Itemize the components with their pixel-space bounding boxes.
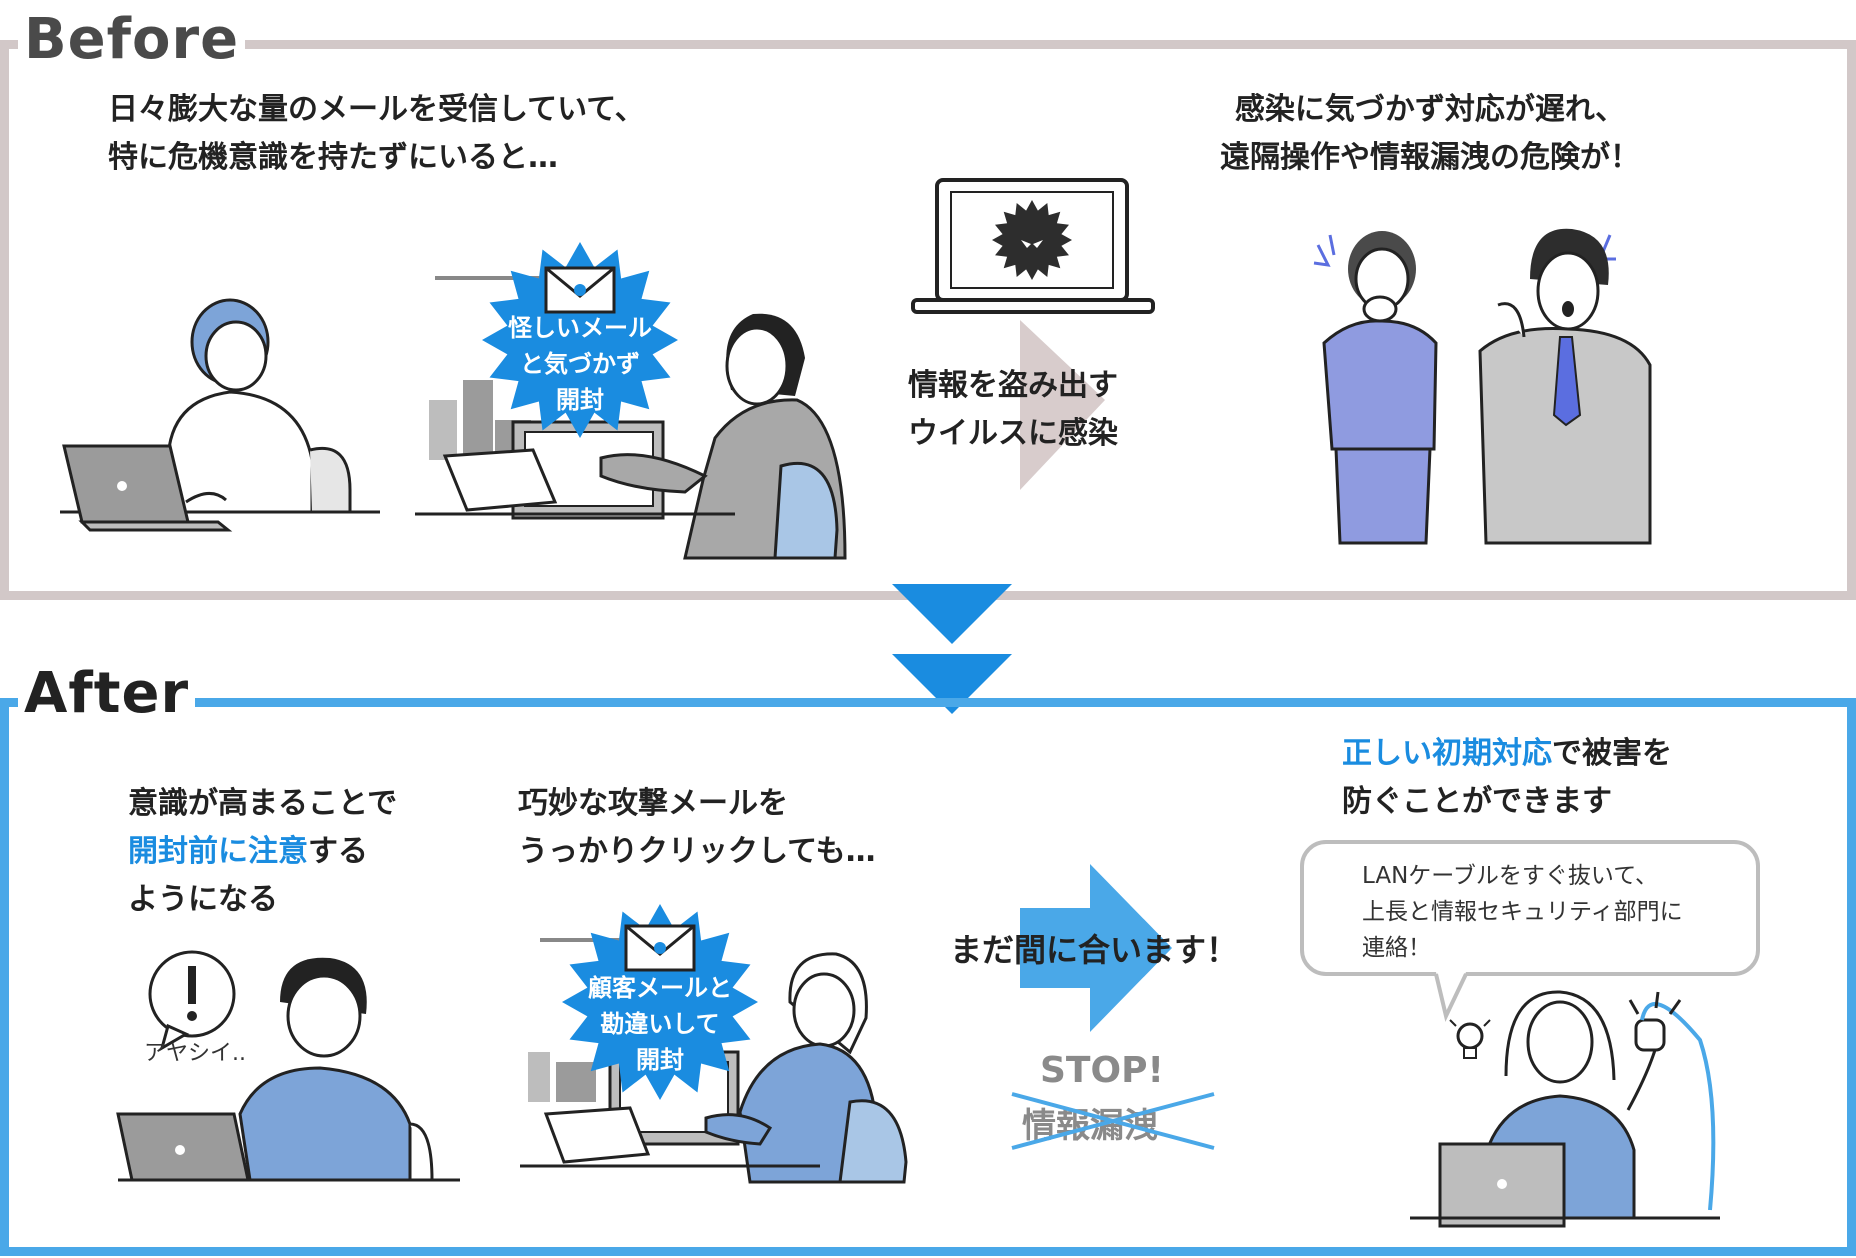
woman-unplugging-cable-illustration: [1410, 990, 1720, 1228]
after-caption-1-accent: 開封前に注意: [128, 834, 308, 869]
before-arrow-text-line-2: ウイルスに感染: [908, 416, 1118, 451]
before-caption-1: 日々膨大な量のメールを受信していて、 特に危機意識を持たずにいると…: [108, 86, 645, 182]
laptop-icon: [116, 1112, 250, 1182]
after-caption-1-rest: する: [308, 834, 368, 869]
after-caption-2: 巧妙な攻撃メールを うっかりクリックしても…: [518, 780, 876, 876]
warning-icon: [148, 950, 236, 1052]
before-burst-line-1: 怪しいメール: [508, 314, 652, 342]
woman-at-laptop-illustration: [60, 298, 380, 532]
thought-text: アヤシイ..: [144, 1041, 246, 1066]
bubble-line-1: LANケーブルをすぐ抜いて、: [1362, 863, 1659, 889]
envelope-icon: [544, 266, 616, 314]
before-caption-1-line-2: 特に危機意識を持たずにいると…: [108, 140, 558, 175]
after-caption-2-line-1: 巧妙な攻撃メールを: [518, 786, 788, 821]
after-caption-3: 正しい初期対応で被害を 防ぐことができます: [1342, 730, 1672, 826]
after-burst-line-1: 顧客メールと: [588, 974, 732, 1002]
shocked-people-illustration: [1313, 228, 1652, 545]
after-caption-1-line-2: 開封前に注意する: [128, 828, 397, 876]
after-caption-3-accent: 正しい初期対応: [1342, 736, 1552, 771]
bubble-line-2: 上長と情報セキュリティ部門に: [1362, 899, 1683, 925]
bubble-line-3: 連絡！: [1362, 935, 1431, 961]
after-burst-line-3: 開封: [636, 1046, 684, 1074]
after-caption-1: 意識が高まることで 開封前に注意する ようになる: [128, 780, 397, 924]
blue-right-arrow: [1020, 864, 1172, 1032]
after-panel: [0, 698, 1856, 1256]
after-caption-1-line-3: ようになる: [128, 882, 278, 917]
stop-text: STOP!: [1040, 1050, 1164, 1091]
speech-bubble: LANケーブルをすぐ抜いて、 上長と情報セキュリティ部門に 連絡！: [1300, 840, 1760, 976]
before-caption-2-line-2: 遠隔操作や情報漏洩の危険が！: [1220, 140, 1640, 175]
skull-icon: [654, 942, 666, 954]
gray-arrow: [1020, 320, 1105, 490]
after-burst-text: 顧客メールと 勘違いして 開封: [570, 970, 750, 1078]
after-arrow-text: まだ間に合います！: [950, 931, 1239, 969]
cross-out-mark: [1011, 1092, 1215, 1150]
suspicious-mail-burst: [482, 242, 678, 438]
before-caption-2: 感染に気づかず対応が遅れ、 遠隔操作や情報漏洩の危険が！: [1220, 86, 1640, 182]
envelope-icon: [624, 924, 696, 972]
before-arrow-text-line-1: 情報を盗み出す: [908, 368, 1118, 403]
before-caption-1-line-1: 日々膨大な量のメールを受信していて、: [108, 92, 645, 127]
down-arrow-1: [892, 584, 1012, 644]
before-burst-line-3: 開封: [556, 386, 604, 414]
skull-icon: [574, 284, 586, 296]
infected-laptop-illustration: [911, 178, 1155, 490]
after-caption-2-line-2: うっかりクリックしても…: [518, 834, 876, 869]
after-caption-3-line-2: 防ぐことができます: [1342, 784, 1612, 819]
after-caption-3-rest: で被害を: [1552, 736, 1672, 771]
after-burst-line-2: 勘違いして: [600, 1010, 720, 1038]
before-caption-2-line-1: 感染に気づかず対応が遅れ、: [1234, 92, 1626, 127]
speech-bubble-tail: [1434, 972, 1468, 1022]
cautious-man-illustration: [116, 950, 460, 1182]
after-label: After: [18, 666, 196, 722]
after-caption-3-line-1: 正しい初期対応で被害を: [1342, 730, 1672, 778]
before-burst-line-2: と気づかず: [520, 350, 640, 378]
virus-icon: [992, 200, 1072, 280]
before-label: Before: [18, 12, 246, 68]
after-caption-1-line-1: 意識が高まることで: [128, 786, 398, 821]
fist-icon: [1634, 1018, 1666, 1052]
laptop-icon: [62, 444, 233, 532]
before-burst-text: 怪しいメール と気づかず 開封: [490, 310, 670, 418]
customer-mail-burst: [562, 904, 758, 1100]
man-at-desk-illustration: [415, 276, 847, 560]
before-arrow-text: 情報を盗み出す ウイルスに感染: [908, 362, 1118, 458]
laptop-icon: [1438, 1142, 1566, 1228]
lightbulb-icon: [1449, 1019, 1491, 1059]
